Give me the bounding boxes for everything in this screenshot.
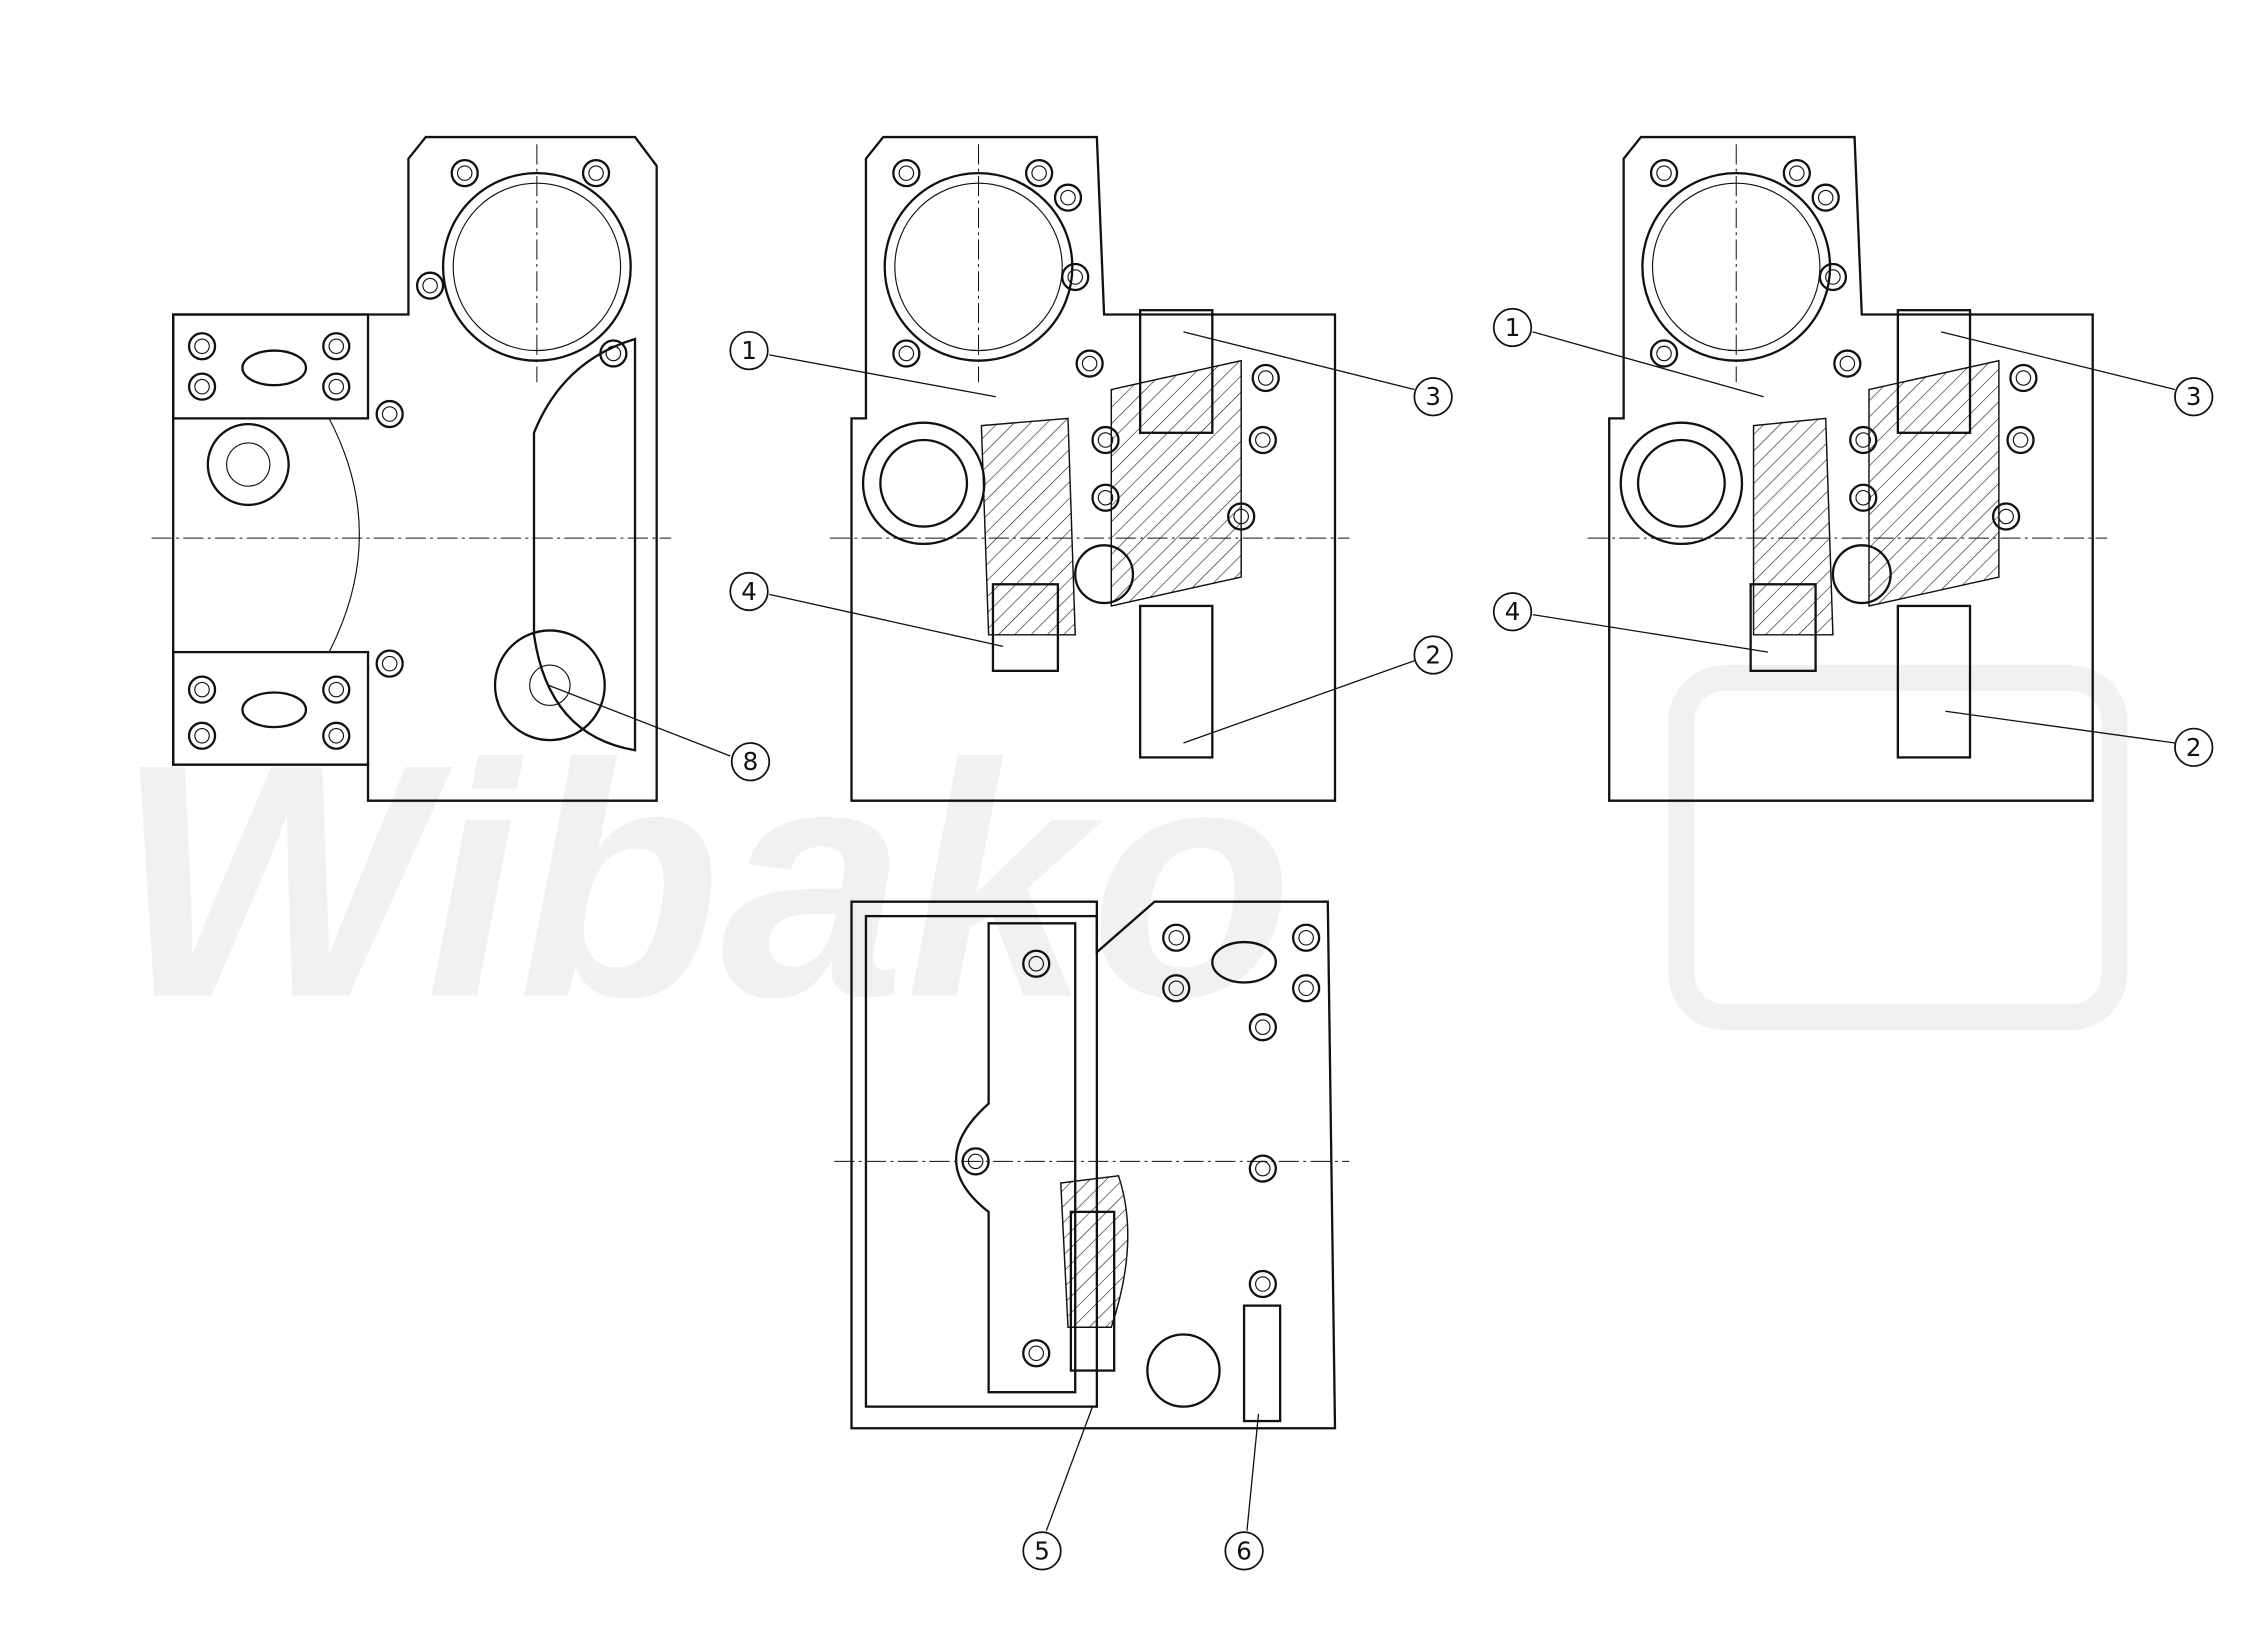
callout-2-view-a: 2 <box>1183 635 1453 744</box>
callout-2-view-b: 2 <box>1945 710 2214 767</box>
svg-text:3: 3 <box>2186 382 2202 411</box>
callout-8: 8 <box>548 684 771 782</box>
svg-text:1: 1 <box>1505 313 1521 342</box>
callout-3-view-b: 3 <box>1941 331 2214 417</box>
callout-5: 5 <box>1022 1406 1094 1571</box>
callout-3-view-a: 3 <box>1183 331 1453 417</box>
callout-6: 6 <box>1224 1413 1264 1571</box>
svg-text:1: 1 <box>741 336 757 365</box>
callout-4-view-b: 4 <box>1492 592 1769 653</box>
watermark-logo: Wibako <box>115 697 1292 1067</box>
callout-1-view-b: 1 <box>1492 307 1764 398</box>
svg-text:4: 4 <box>741 577 757 606</box>
svg-text:2: 2 <box>2186 733 2202 762</box>
svg-text:8: 8 <box>743 747 759 776</box>
svg-text:6: 6 <box>1236 1536 1252 1565</box>
svg-text:3: 3 <box>1425 382 1441 411</box>
svg-text:4: 4 <box>1505 597 1521 626</box>
callout-4-view-a: 4 <box>729 571 1004 647</box>
section-view-a <box>829 135 1350 802</box>
section-view-b <box>1587 135 2108 802</box>
svg-text:5: 5 <box>1034 1536 1050 1565</box>
bottom-view <box>834 900 1350 1430</box>
svg-text:2: 2 <box>1425 640 1441 669</box>
callout-1-view-a: 1 <box>729 330 996 398</box>
